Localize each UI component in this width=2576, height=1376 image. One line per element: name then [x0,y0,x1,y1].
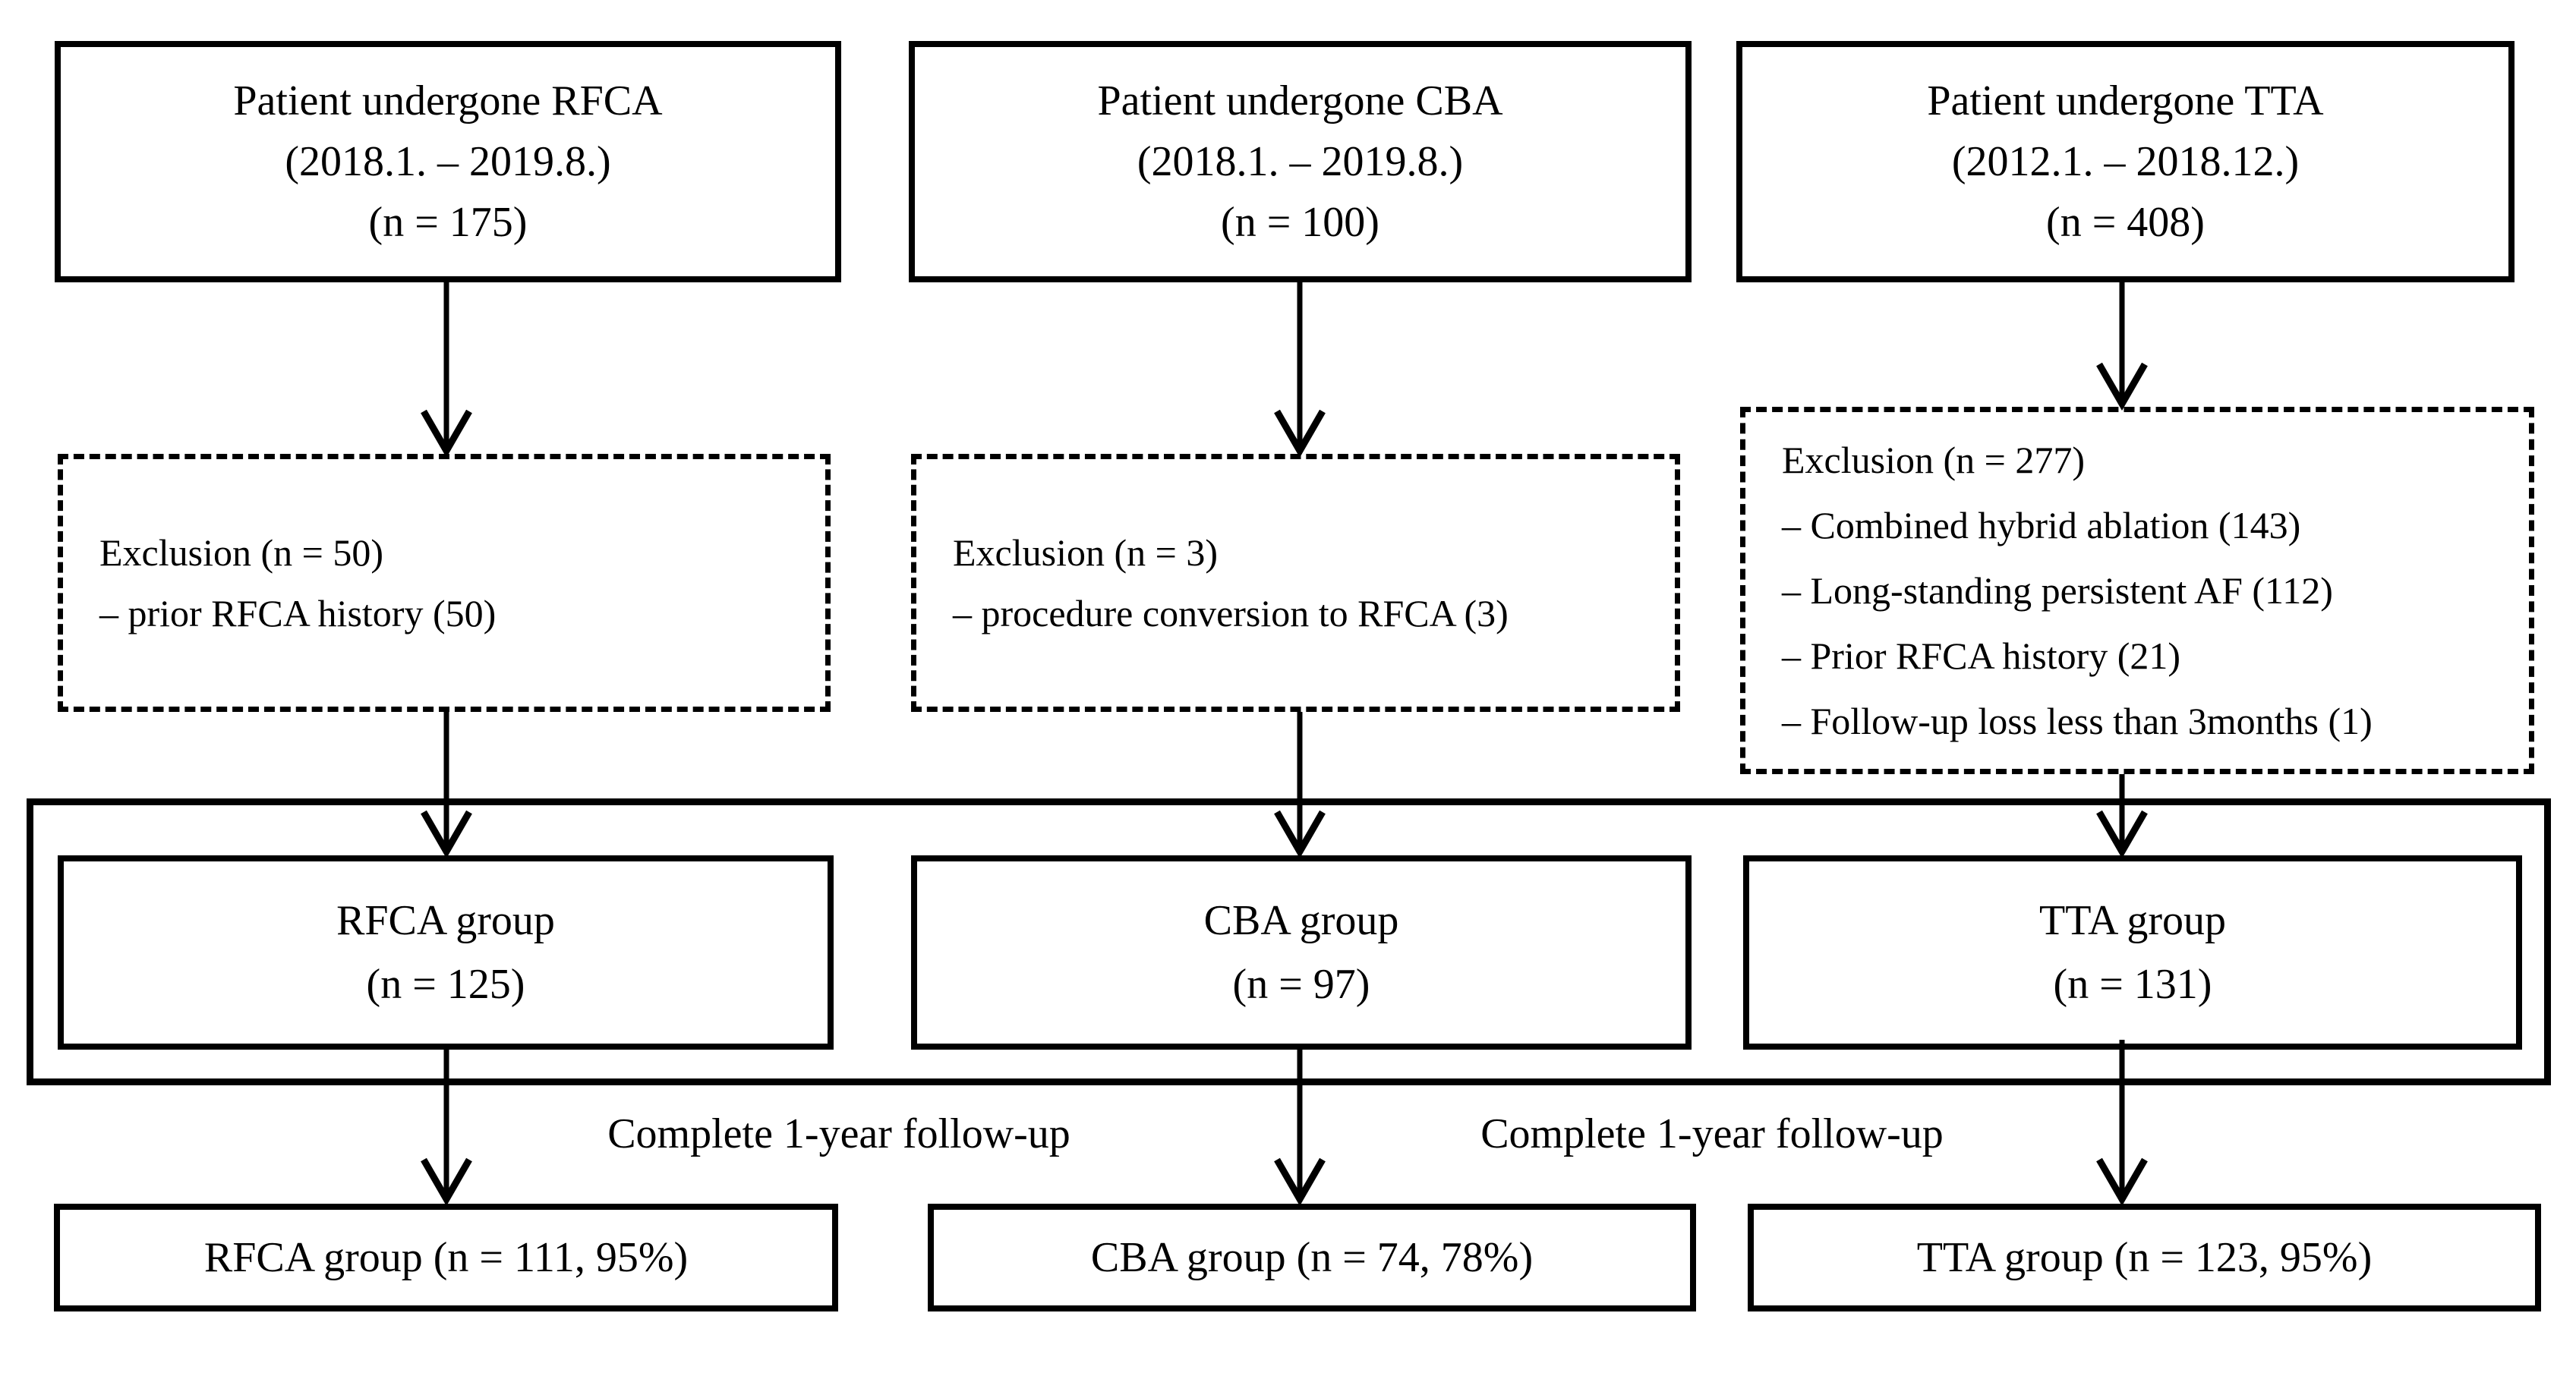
box-line: – Long-standing persistent AF (112) [1782,569,2333,612]
box-line: (2018.1. – 2019.8.) [1137,138,1464,185]
box-line: TTA group [2039,897,2226,944]
box-line: (2012.1. – 2018.12.) [1951,138,2300,185]
followup-label-right: Complete 1-year follow-up [1480,1110,1944,1157]
box-line: Exclusion (n = 50) [99,531,383,574]
box-line: Patient undergone CBA [1097,77,1503,124]
top-box-tta: Patient undergone TTA (2012.1. – 2018.12… [1736,41,2515,282]
box-line: – prior RFCA history (50) [99,592,497,634]
top-box-cba: Patient undergone CBA (2018.1. – 2019.8.… [909,41,1692,282]
exclusion-box-tta: Exclusion (n = 277) – Combined hybrid ab… [1740,407,2534,774]
top-box-rfca: Patient undergone RFCA (2018.1. – 2019.8… [55,41,841,282]
box-line: Exclusion (n = 277) [1782,439,2085,481]
box-line: – Combined hybrid ablation (143) [1782,504,2301,546]
arrow-top-to-exclusion-cba [1274,282,1326,458]
box-line: – Prior RFCA history (21) [1782,634,2181,677]
box-line: Patient undergone TTA [1927,77,2324,124]
box-line: Patient undergone RFCA [233,77,663,124]
final-box-cba: CBA group (n = 74, 78%) [928,1204,1696,1311]
group-box-rfca: RFCA group (n = 125) [58,855,834,1050]
group-row-frame [27,798,2551,1085]
box-line: RFCA group [336,897,555,944]
box-line: – Follow-up loss less than 3months (1) [1782,700,2373,742]
exclusion-box-cba: Exclusion (n = 3) – procedure conversion… [911,454,1680,712]
box-line: (n = 131) [2053,961,2212,1008]
final-box-rfca: RFCA group (n = 111, 95%) [54,1204,838,1311]
box-line: (n = 100) [1221,199,1379,246]
group-box-tta: TTA group (n = 131) [1743,855,2522,1050]
exclusion-box-rfca: Exclusion (n = 50) – prior RFCA history … [58,454,831,712]
arrow-top-to-exclusion-rfca [421,282,472,458]
box-line: – procedure conversion to RFCA (3) [953,592,1509,634]
box-line: CBA group [1203,897,1399,944]
box-line: CBA group (n = 74, 78%) [1090,1234,1534,1281]
arrow-top-to-exclusion-tta [2096,276,2148,411]
box-line: Exclusion (n = 3) [953,531,1218,574]
box-line: (n = 408) [2046,199,2205,246]
group-box-cba: CBA group (n = 97) [911,855,1692,1050]
box-line: TTA group (n = 123, 95%) [1916,1234,2373,1281]
box-line: (n = 125) [366,961,525,1008]
box-line: (n = 175) [368,199,528,246]
box-line: (n = 97) [1232,961,1370,1008]
box-line: RFCA group (n = 111, 95%) [203,1234,689,1281]
final-box-tta: TTA group (n = 123, 95%) [1748,1204,2541,1311]
box-line: (2018.1. – 2019.8.) [285,138,611,185]
followup-label-left: Complete 1-year follow-up [607,1110,1070,1157]
